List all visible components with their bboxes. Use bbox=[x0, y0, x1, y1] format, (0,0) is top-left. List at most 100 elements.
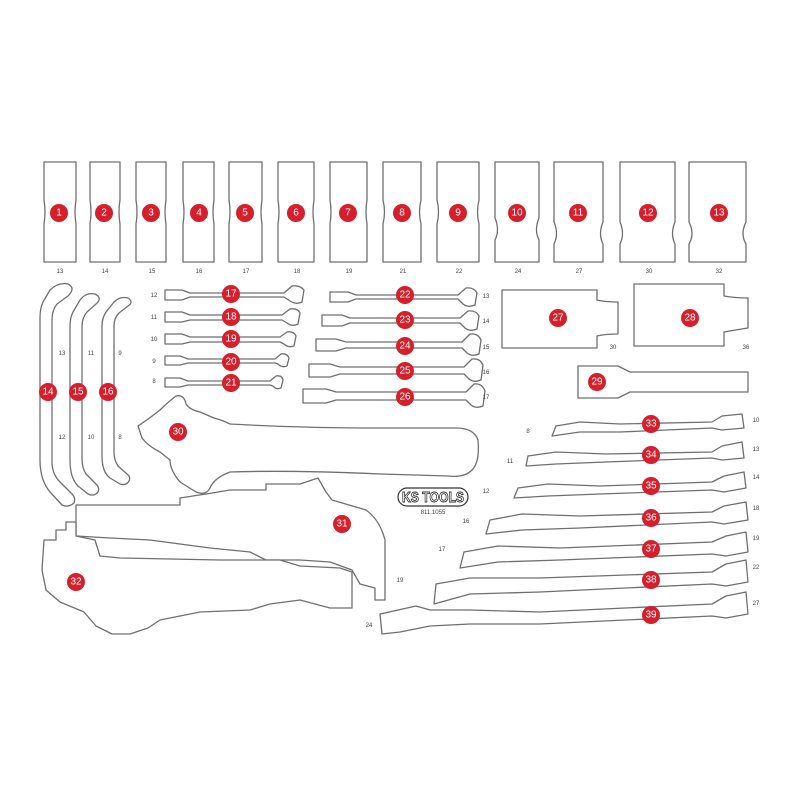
marker-number: 28 bbox=[684, 313, 696, 324]
marker-number: 7 bbox=[345, 208, 351, 219]
position-marker-21: 21 bbox=[222, 374, 240, 392]
size-label-31: 19 bbox=[397, 578, 404, 584]
marker-badge bbox=[339, 204, 357, 222]
logo-outline bbox=[397, 487, 469, 507]
position-marker-28: 28 bbox=[681, 309, 699, 327]
size-label-13: 32 bbox=[716, 269, 723, 275]
size-label-6: 18 bbox=[294, 269, 301, 275]
position-marker-7: 7 bbox=[339, 204, 357, 222]
offset-wrench-cutout-16 bbox=[101, 296, 132, 486]
size-label-19: 10 bbox=[151, 337, 158, 343]
position-marker-25: 25 bbox=[396, 362, 414, 380]
marker-number: 24 bbox=[399, 341, 411, 352]
size-label-25: 16 bbox=[483, 370, 490, 376]
marker-number: 13 bbox=[713, 208, 725, 219]
marker-badge bbox=[222, 330, 240, 348]
position-marker-22: 22 bbox=[396, 286, 414, 304]
marker-badge bbox=[642, 415, 660, 433]
size-label-28: 36 bbox=[743, 345, 750, 351]
position-marker-27: 27 bbox=[549, 309, 567, 327]
marker-number: 20 bbox=[225, 357, 237, 368]
marker-badge bbox=[449, 204, 467, 222]
size-label-20: 9 bbox=[152, 359, 156, 365]
marker-number: 25 bbox=[399, 366, 411, 377]
marker-badge bbox=[50, 204, 68, 222]
position-marker-32: 32 bbox=[67, 573, 85, 591]
size-label-38: 22 bbox=[753, 565, 760, 571]
position-marker-24: 24 bbox=[396, 337, 414, 355]
size-label-11: 27 bbox=[576, 269, 583, 275]
position-marker-3: 3 bbox=[142, 204, 160, 222]
wrench-cutout-38 bbox=[433, 559, 749, 605]
size-label-33-2: 10 bbox=[753, 418, 760, 424]
marker-badge bbox=[287, 204, 305, 222]
size-label-35-2: 14 bbox=[753, 475, 760, 481]
size-label-12: 30 bbox=[646, 269, 653, 275]
marker-badge bbox=[396, 388, 414, 406]
logo-text: KS TOOLS bbox=[402, 489, 464, 506]
wrench-cutout-34 bbox=[525, 441, 745, 467]
marker-badge bbox=[67, 573, 85, 591]
marker-number: 1 bbox=[56, 208, 62, 219]
marker-number: 36 bbox=[645, 513, 657, 524]
marker-badge bbox=[396, 362, 414, 380]
marker-number: 32 bbox=[70, 577, 82, 588]
size-label-10: 24 bbox=[515, 269, 522, 275]
marker-number: 15 bbox=[72, 387, 84, 398]
marker-badge bbox=[222, 353, 240, 371]
marker-badge bbox=[236, 204, 254, 222]
position-marker-16: 16 bbox=[99, 383, 117, 401]
marker-badge bbox=[69, 383, 87, 401]
marker-number: 14 bbox=[42, 387, 54, 398]
position-marker-12: 12 bbox=[639, 204, 657, 222]
marker-badge bbox=[569, 204, 587, 222]
marker-number: 26 bbox=[399, 392, 411, 403]
marker-number: 22 bbox=[399, 290, 411, 301]
marker-badge bbox=[95, 204, 113, 222]
marker-number: 8 bbox=[399, 208, 405, 219]
position-marker-26: 26 bbox=[396, 388, 414, 406]
position-marker-19: 19 bbox=[222, 330, 240, 348]
marker-badge bbox=[508, 204, 526, 222]
position-marker-2: 2 bbox=[95, 204, 113, 222]
multi-tool-cutout-32 bbox=[41, 521, 353, 635]
large-tool-cutouts bbox=[501, 283, 749, 399]
size-label-2: 14 bbox=[102, 269, 109, 275]
marker-number: 38 bbox=[645, 575, 657, 586]
marker-number: 29 bbox=[591, 377, 603, 388]
offset-wrench-cutout-14 bbox=[39, 282, 76, 507]
marker-number: 23 bbox=[399, 315, 411, 326]
marker-number: 31 bbox=[336, 519, 348, 530]
marker-badge bbox=[681, 309, 699, 327]
position-marker-37: 37 bbox=[642, 540, 660, 558]
marker-badge bbox=[549, 309, 567, 327]
marker-badge bbox=[710, 204, 728, 222]
marker-badge bbox=[642, 477, 660, 495]
position-marker-30: 30 bbox=[169, 423, 187, 441]
marker-number: 10 bbox=[511, 208, 523, 219]
size-label-26: 17 bbox=[483, 395, 490, 401]
marker-number: 30 bbox=[172, 427, 184, 438]
size-label-9: 22 bbox=[456, 269, 463, 275]
size-label-36-2: 18 bbox=[753, 506, 760, 512]
size-label-36-1: 16 bbox=[463, 519, 470, 525]
marker-number: 37 bbox=[645, 544, 657, 555]
wrench-cutout-36 bbox=[485, 501, 749, 535]
marker-number: 18 bbox=[225, 312, 237, 323]
size-label-23: 14 bbox=[483, 319, 490, 325]
position-marker-17: 17 bbox=[222, 285, 240, 303]
size-label-14-2: 12 bbox=[59, 435, 66, 441]
position-marker-13: 13 bbox=[710, 204, 728, 222]
position-marker-9: 9 bbox=[449, 204, 467, 222]
size-label-39-1: 24 bbox=[366, 623, 373, 629]
size-label-18: 11 bbox=[151, 315, 158, 321]
marker-badge bbox=[588, 373, 606, 391]
offset-wrench-cutouts bbox=[39, 282, 132, 507]
wrench-cutout-37 bbox=[459, 531, 749, 569]
wrench-cutout-25 bbox=[308, 358, 484, 382]
marker-badge bbox=[396, 286, 414, 304]
size-label-37-1: 17 bbox=[439, 547, 446, 553]
